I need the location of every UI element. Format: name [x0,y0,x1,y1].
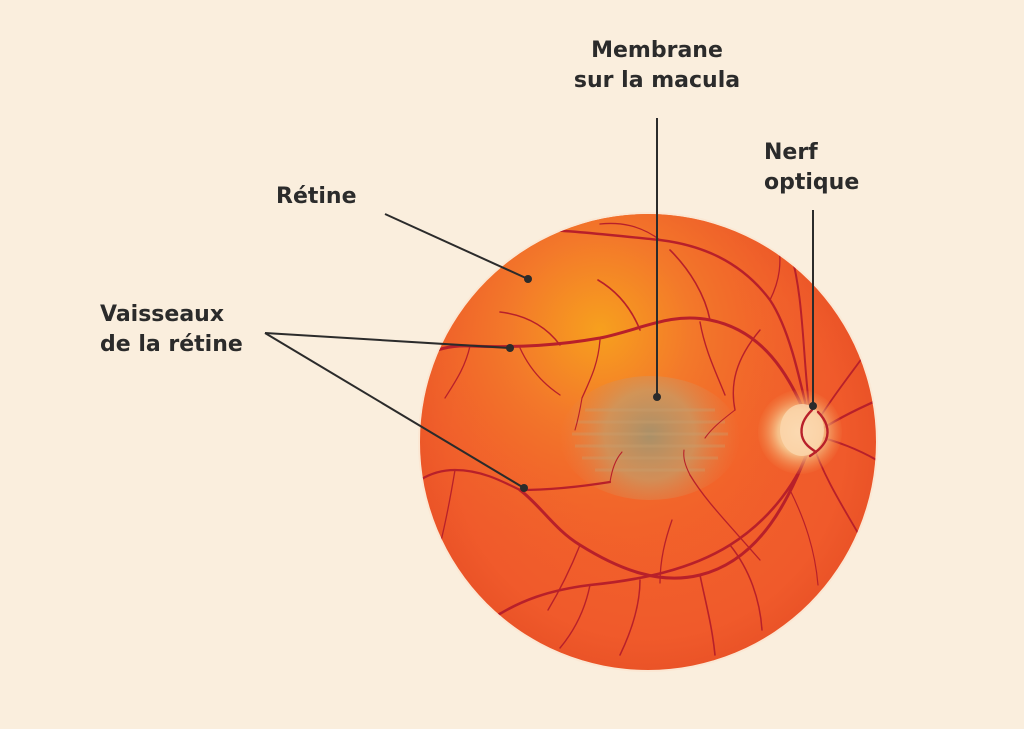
label-membrane-line1: Membrane [591,38,723,63]
retinal-vessels [420,222,876,656]
label-membrane: Membrane sur la macula [548,36,766,96]
optic-disc [758,390,842,474]
optic-disc-vessels [800,408,829,458]
dot-vaisseaux-lower [520,484,528,492]
label-nerf-line1: Nerf [764,140,818,165]
dot-retine [524,275,532,283]
macula-membrane [560,376,740,500]
label-nerf: Nerf optique [764,138,859,198]
leader-dots [506,275,817,492]
leader-vaisseaux-lower [264,332,525,489]
label-retine: Rétine [276,182,357,212]
leader-vaisseaux-upper [264,332,511,349]
label-vaisseaux: Vaisseaux de la rétine [100,300,243,360]
label-nerf-line2: optique [764,170,860,195]
dot-vaisseaux-upper [506,344,514,352]
retina-globe [418,212,878,672]
label-vaisseaux-line2: de la rétine [100,332,243,357]
dot-nerf [809,402,817,410]
label-retine-line1: Rétine [276,184,357,209]
label-membrane-line2: sur la macula [573,68,741,93]
leader-retine [384,213,529,280]
label-vaisseaux-line1: Vaisseaux [100,302,225,327]
dot-membrane [653,393,661,401]
leader-lines [264,118,814,489]
